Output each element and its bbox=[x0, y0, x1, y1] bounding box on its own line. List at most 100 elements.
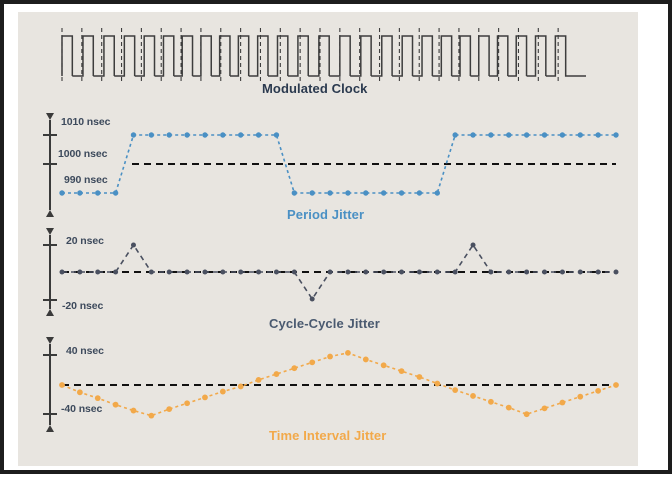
cycle-cycle-jitter-data-point bbox=[77, 269, 83, 275]
axis-arrowhead bbox=[46, 210, 54, 217]
jitter-diagram-svg bbox=[43, 28, 619, 432]
figure-canvas bbox=[18, 12, 638, 466]
time-interval-jitter-data-point bbox=[112, 401, 119, 408]
period-jitter-data-point bbox=[380, 190, 387, 196]
time-interval-jitter-panel bbox=[59, 349, 619, 419]
cycle-cycle-jitter-data-point bbox=[59, 269, 65, 275]
cycle-cycle-jitter-data-point bbox=[184, 269, 190, 275]
cycle-cycle-jitter-data-point bbox=[220, 269, 226, 275]
cycle-cycle-jitter-data-point bbox=[506, 269, 512, 275]
modulated-clock-panel bbox=[61, 28, 586, 84]
period-jitter-data-point bbox=[434, 190, 440, 196]
cycle-cycle-jitter-data-point bbox=[363, 269, 369, 275]
period-jitter-data-point bbox=[470, 132, 476, 138]
time-interval-jitter-data-point bbox=[237, 383, 244, 390]
period-jitter-data-point bbox=[130, 132, 137, 138]
cycle-cycle-jitter-data-point bbox=[202, 269, 208, 275]
time-interval-jitter-data-point bbox=[362, 356, 369, 363]
period-jitter-data-point bbox=[59, 190, 65, 196]
cycle-cycle-jitter-trace bbox=[62, 243, 616, 301]
period-jitter-data-point bbox=[309, 190, 315, 196]
period-jitter-data-point bbox=[166, 132, 172, 138]
time-interval-jitter-data-point bbox=[148, 412, 155, 419]
time-interval-jitter-data-point bbox=[470, 393, 476, 399]
axis-label-period-1000: 1000 nsec bbox=[58, 148, 108, 160]
period-jitter-data-point bbox=[202, 132, 208, 138]
period-jitter-data-point bbox=[291, 190, 298, 196]
time-interval-jitter-data-point bbox=[76, 389, 83, 396]
cycle-cycle-jitter-data-point bbox=[309, 296, 315, 302]
time-interval-jitter-data-point bbox=[541, 405, 548, 412]
cycle-cycle-jitter-data-point bbox=[595, 269, 601, 275]
vertical-axis bbox=[43, 337, 57, 432]
time-interval-jitter-data-point bbox=[327, 353, 333, 360]
cycle-cycle-jitter-data-point bbox=[148, 269, 154, 275]
period-jitter-data-point bbox=[613, 132, 619, 138]
period-jitter-data-point bbox=[523, 132, 530, 138]
period-jitter-data-point bbox=[95, 190, 101, 196]
axis-arrowhead bbox=[46, 337, 54, 344]
period-jitter-data-point bbox=[148, 132, 155, 138]
cycle-cycle-jitter-data-point bbox=[488, 269, 494, 275]
period-jitter-data-point bbox=[506, 132, 512, 138]
caption-time-interval-jitter: Time Interval Jitter bbox=[269, 428, 387, 443]
period-jitter-data-point bbox=[541, 132, 548, 138]
period-jitter-data-point bbox=[398, 190, 405, 196]
time-interval-jitter-data-point bbox=[219, 388, 226, 395]
caption-period-jitter: Period Jitter bbox=[287, 207, 365, 222]
time-interval-jitter-data-point bbox=[166, 406, 173, 412]
cycle-cycle-jitter-data-point bbox=[577, 269, 583, 275]
cycle-cycle-jitter-data-point bbox=[470, 242, 476, 248]
cycle-cycle-jitter-data-point bbox=[95, 269, 101, 275]
cycle-cycle-jitter-data-point bbox=[166, 269, 172, 275]
cycle-cycle-jitter-data-point bbox=[238, 269, 244, 275]
time-interval-jitter-data-point bbox=[505, 404, 512, 411]
axis-arrowhead bbox=[46, 425, 54, 432]
axis-arrowhead bbox=[46, 309, 54, 316]
time-interval-jitter-data-point bbox=[184, 400, 190, 407]
period-jitter-data-point bbox=[112, 190, 119, 196]
cycle-cycle-jitter-data-point bbox=[291, 269, 297, 275]
time-interval-jitter-data-point bbox=[255, 376, 262, 383]
period-jitter-panel bbox=[59, 132, 619, 196]
cycle-cycle-jitter-data-point bbox=[399, 269, 405, 275]
cycle-cycle-jitter-data-point bbox=[256, 269, 262, 275]
cycle-cycle-jitter-data-point bbox=[113, 269, 119, 275]
period-jitter-trace bbox=[62, 134, 616, 194]
axis-label-cycle-neg20: -20 nsec bbox=[62, 300, 104, 312]
period-jitter-data-point bbox=[327, 190, 333, 196]
period-jitter-data-point bbox=[416, 190, 423, 196]
cycle-cycle-jitter-data-point bbox=[434, 269, 440, 275]
axis-label-tij-neg40: -40 nsec bbox=[61, 403, 103, 415]
axis-label-cycle-pos20: 20 nsec bbox=[66, 235, 104, 247]
vertical-axis bbox=[43, 113, 57, 217]
time-interval-jitter-data-point bbox=[434, 380, 441, 387]
time-interval-jitter-data-point bbox=[345, 349, 351, 356]
period-jitter-data-point bbox=[363, 190, 369, 196]
cycle-cycle-jitter-data-point bbox=[381, 269, 387, 275]
time-interval-jitter-data-point bbox=[488, 398, 494, 405]
time-interval-jitter-data-point bbox=[577, 393, 584, 400]
period-jitter-data-point bbox=[238, 132, 244, 138]
period-jitter-data-point bbox=[273, 132, 280, 138]
time-interval-jitter-data-point bbox=[291, 365, 298, 372]
period-jitter-data-point bbox=[595, 132, 601, 138]
cycle-cycle-jitter-data-point bbox=[524, 269, 530, 275]
period-jitter-data-point bbox=[452, 132, 458, 138]
cycle-cycle-jitter-data-point bbox=[273, 269, 279, 275]
period-jitter-data-point bbox=[77, 190, 83, 196]
period-jitter-data-point bbox=[220, 132, 226, 138]
period-jitter-data-point bbox=[488, 132, 494, 138]
time-interval-jitter-data-point bbox=[130, 407, 137, 414]
period-jitter-data-point bbox=[184, 132, 190, 138]
cycle-cycle-jitter-data-point bbox=[452, 269, 458, 275]
caption-cycle-cycle-jitter: Cycle-Cycle Jitter bbox=[269, 316, 380, 331]
time-interval-jitter-data-point bbox=[416, 374, 423, 380]
cycle-cycle-jitter-data-point bbox=[542, 269, 548, 275]
modulated-clock-trace bbox=[61, 35, 586, 77]
time-interval-jitter-data-point bbox=[202, 394, 208, 401]
time-interval-jitter-data-point bbox=[380, 362, 387, 369]
time-interval-jitter-data-point bbox=[559, 399, 566, 406]
time-interval-jitter-data-point bbox=[398, 368, 405, 375]
time-interval-jitter-data-point bbox=[59, 382, 65, 388]
